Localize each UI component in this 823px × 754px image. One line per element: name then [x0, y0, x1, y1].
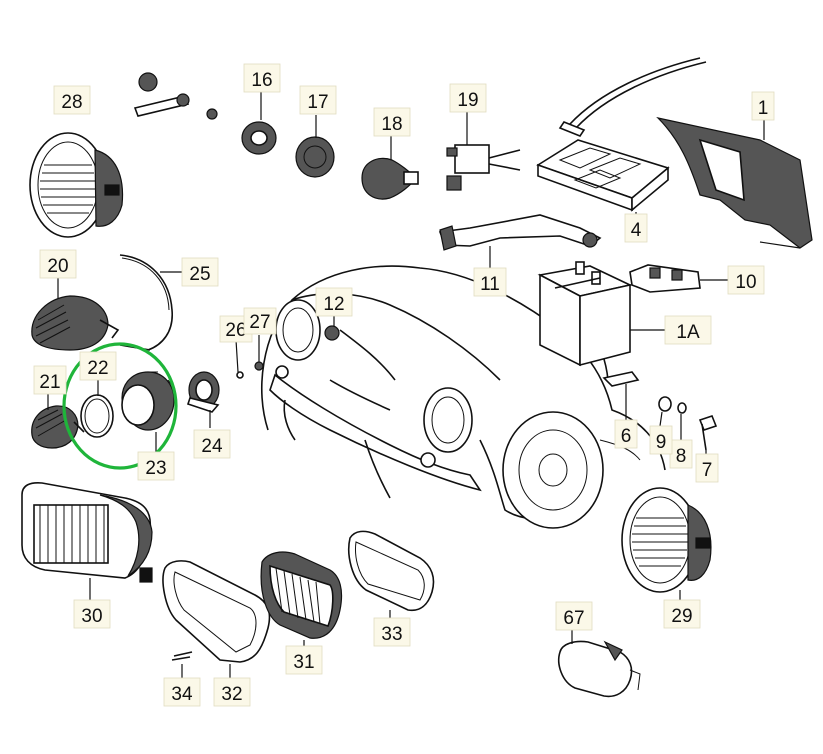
svg-text:29: 29: [671, 606, 692, 627]
svg-text:12: 12: [323, 294, 344, 315]
svg-text:4: 4: [631, 220, 642, 241]
svg-text:9: 9: [656, 432, 667, 453]
part-67-lamp: [558, 628, 641, 698]
callout-18: 18: [373, 107, 411, 137]
callout-33: 33: [373, 617, 411, 647]
part-9-8-7-hardware: [658, 396, 718, 454]
part-19-switch: [446, 111, 521, 191]
part-1-panel: [656, 116, 813, 249]
callout-6: 6: [614, 419, 638, 449]
callout-10: 10: [727, 265, 765, 295]
callout-34: 34: [163, 677, 201, 707]
part-21-bulb: [31, 390, 85, 449]
svg-text:6: 6: [621, 426, 632, 447]
callout-22: 22: [79, 351, 117, 381]
svg-text:1A: 1A: [676, 322, 700, 343]
part-1a-battery: [537, 261, 665, 367]
svg-text:23: 23: [145, 458, 166, 479]
callout-9: 9: [649, 425, 673, 455]
part-23-housing: [121, 371, 175, 454]
svg-text:19: 19: [457, 90, 478, 111]
svg-text:28: 28: [61, 92, 82, 113]
callout-21: 21: [33, 365, 67, 395]
callout-29: 29: [663, 599, 701, 629]
callout-16: 16: [243, 63, 281, 93]
part-6-bracket: [602, 371, 640, 420]
svg-text:26: 26: [225, 320, 246, 341]
part-18-bulb: [361, 136, 419, 200]
part-11-strap: [438, 214, 602, 268]
part-32-frame: [162, 560, 271, 680]
part-31-lens: [260, 551, 343, 650]
callout-32: 32: [213, 677, 251, 707]
callout-12: 12: [315, 287, 353, 317]
svg-text:16: 16: [251, 70, 272, 91]
svg-text:34: 34: [171, 684, 193, 705]
callout-28: 28: [53, 85, 91, 115]
svg-text:33: 33: [381, 624, 402, 645]
callout-23: 23: [137, 451, 175, 481]
svg-text:21: 21: [39, 372, 60, 393]
callout-1a: 1A: [664, 315, 712, 345]
callout-19: 19: [449, 83, 487, 113]
callout-8: 8: [669, 439, 693, 469]
callout-11: 11: [473, 267, 507, 297]
part-30-lamp: [21, 482, 153, 600]
part-28-horn: [29, 132, 124, 238]
svg-text:17: 17: [307, 92, 328, 113]
svg-text:32: 32: [221, 684, 242, 705]
part-10-clamp: [629, 264, 728, 293]
part-22-ring: [80, 378, 114, 438]
part-25-wire: [119, 254, 182, 351]
callout-4: 4: [624, 213, 648, 243]
svg-text:30: 30: [81, 606, 102, 627]
car-outline: [260, 265, 666, 529]
part-strap-top: [558, 57, 707, 137]
part-16-grommet: [241, 90, 277, 155]
callout-7: 7: [695, 453, 719, 483]
svg-text:22: 22: [87, 358, 108, 379]
highlight-circle: [62, 342, 178, 470]
part-26-27-screws: [235, 335, 264, 379]
svg-text:11: 11: [480, 274, 500, 295]
svg-text:10: 10: [735, 272, 756, 293]
svg-text:27: 27: [249, 312, 270, 333]
part-33-gasket: [348, 530, 435, 620]
callout-1: 1: [751, 91, 775, 121]
part-20-bulb-holder: [31, 276, 120, 351]
svg-text:20: 20: [47, 256, 68, 277]
callout-20: 20: [39, 249, 77, 279]
part-17-grommet: [295, 115, 335, 178]
svg-text:18: 18: [381, 114, 402, 135]
part-4-tray: [536, 139, 670, 226]
callout-30: 30: [73, 599, 111, 629]
part-hardware-top: [133, 72, 218, 120]
svg-text:31: 31: [293, 652, 314, 673]
callout-25: 25: [181, 257, 219, 287]
svg-text:1: 1: [758, 98, 769, 119]
part-34-screw: [171, 651, 193, 678]
part-24-grommet: [186, 371, 220, 428]
part-29-horn: [621, 487, 712, 600]
callout-31: 31: [285, 645, 323, 675]
callout-27: 27: [243, 307, 277, 335]
svg-text:67: 67: [563, 608, 584, 629]
callout-17: 17: [299, 85, 337, 115]
svg-text:24: 24: [201, 436, 223, 457]
callout-24: 24: [193, 429, 231, 459]
svg-text:25: 25: [189, 264, 210, 285]
svg-text:7: 7: [702, 460, 713, 481]
callout-67: 67: [555, 601, 593, 631]
svg-text:8: 8: [676, 446, 687, 467]
